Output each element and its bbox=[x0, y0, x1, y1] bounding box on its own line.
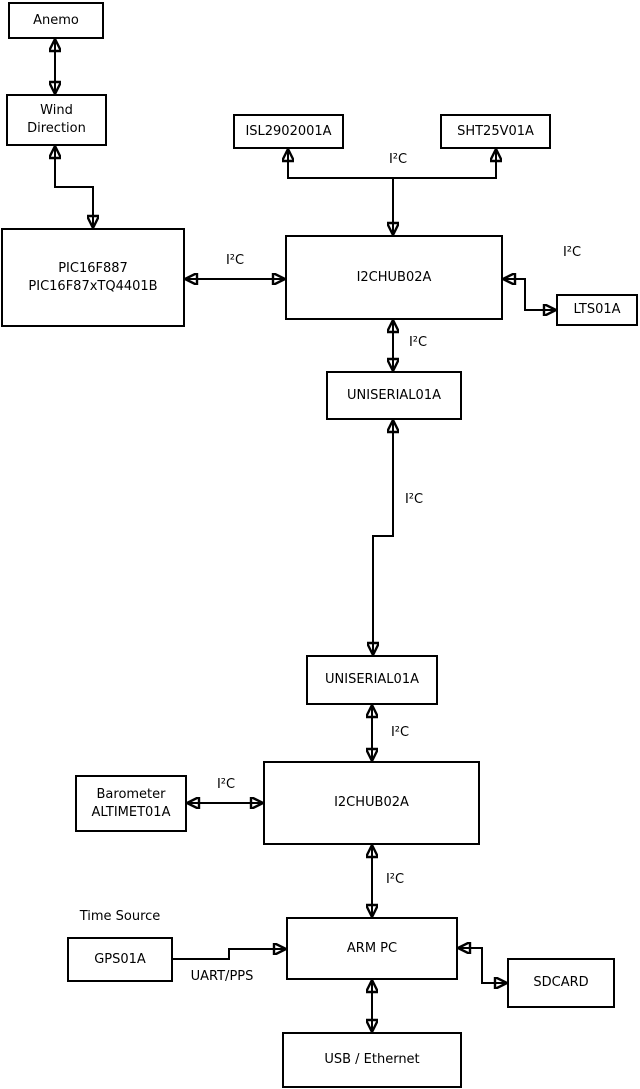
node-isl2902001a: ISL2902001A bbox=[233, 114, 344, 149]
node-usb-ethernet: USB / Ethernet bbox=[282, 1032, 462, 1088]
node-i2chub02a-top-label: I2CHUB02A bbox=[356, 269, 432, 285]
connector-wind-pic bbox=[55, 146, 93, 228]
node-anemo-label: Anemo bbox=[33, 12, 79, 28]
node-usb-ethernet-label: USB / Ethernet bbox=[324, 1052, 420, 1067]
edge-label-i2c-sensors: I²C bbox=[388, 152, 408, 167]
node-barometer-line2: ALTIMET01A bbox=[91, 804, 171, 820]
node-sdcard: SDCARD bbox=[507, 958, 615, 1008]
connector-gps-armpc bbox=[173, 949, 286, 960]
node-pic16f887-line1: PIC16F887 bbox=[58, 260, 128, 276]
node-uniserial01a-bottom-label: UNISERIAL01A bbox=[325, 672, 419, 687]
node-arm-pc-label: ARM PC bbox=[346, 940, 398, 956]
node-gps01a: GPS01A bbox=[67, 937, 173, 982]
edge-label-uart-pps: UART/PPS bbox=[190, 969, 254, 984]
edge-label-i2c-pic-hub: I²C bbox=[225, 253, 245, 268]
node-sht25v01a: SHT25V01A bbox=[440, 114, 551, 149]
node-wind-direction-line1: Wind bbox=[40, 103, 73, 118]
node-pic16f887-line2: PIC16F87xTQ4401B bbox=[28, 278, 158, 294]
node-lts01a-label: LTS01A bbox=[573, 302, 621, 317]
node-sdcard-label: SDCARD bbox=[533, 975, 589, 990]
node-barometer-line1: Barometer bbox=[96, 786, 166, 802]
node-uniserial01a-top-label: UNISERIAL01A bbox=[347, 387, 441, 403]
edge-label-i2c-hub-lts: I²C bbox=[562, 245, 582, 260]
edge-label-time-source: Time Source bbox=[79, 909, 161, 924]
node-i2chub02a-bottom-label: I2CHUB02A bbox=[334, 795, 409, 810]
node-wind-direction: Wind Direction bbox=[6, 94, 107, 146]
node-sht25v01a-label: SHT25V01A bbox=[457, 123, 534, 139]
edge-label-i2c-hub2-armpc: I²C bbox=[385, 872, 405, 887]
node-uniserial01a-top: UNISERIAL01A bbox=[326, 371, 462, 420]
node-barometer-altimet01a: Barometer ALTIMET01A bbox=[75, 775, 187, 832]
connector-armpc-sdcard bbox=[458, 948, 507, 983]
edge-label-i2c-uniserial-hub2: I²C bbox=[390, 725, 410, 740]
node-lts01a: LTS01A bbox=[556, 294, 638, 326]
node-i2chub02a-top: I2CHUB02A bbox=[285, 235, 503, 320]
node-isl2902001a-label: ISL2902001A bbox=[245, 123, 332, 139]
connector-hub1-lts bbox=[503, 279, 556, 310]
node-anemo: Anemo bbox=[8, 2, 104, 39]
node-pic16f887: PIC16F887 PIC16F87xTQ4401B bbox=[1, 228, 185, 327]
node-wind-direction-line2: Direction bbox=[27, 121, 86, 136]
node-gps01a-label: GPS01A bbox=[94, 951, 146, 967]
edge-label-i2c-barometer: I²C bbox=[216, 777, 236, 792]
connector-uniserial-top-bottom bbox=[373, 420, 393, 655]
edge-label-i2c-long-link: I²C bbox=[404, 492, 424, 507]
node-uniserial01a-bottom: UNISERIAL01A bbox=[306, 655, 438, 705]
node-i2chub02a-bottom: I2CHUB02A bbox=[263, 761, 480, 845]
node-arm-pc: ARM PC bbox=[286, 917, 458, 980]
edge-label-i2c-hub-uniserial: I²C bbox=[408, 335, 428, 350]
